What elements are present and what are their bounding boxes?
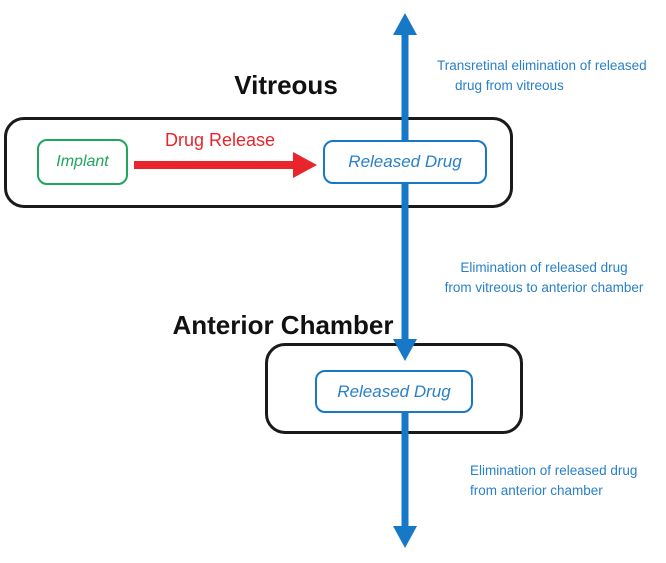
transretinal-elimination-label-line2: drug from vitreous: [455, 78, 564, 93]
anterior-elimination-label-line2: from anterior chamber: [470, 483, 603, 498]
released-drug-vitreous-label: Released Drug: [348, 152, 462, 171]
implant-node: Implant: [37, 139, 128, 185]
vitreous-title: Vitreous: [234, 70, 338, 100]
implant-label: Implant: [56, 153, 109, 170]
transretinal-elimination-label-line1: Transretinal elimination of released: [437, 58, 647, 73]
transretinal-arrow-head: [393, 13, 417, 35]
vitreous-to-anterior-label-line1: Elimination of released drug: [460, 260, 628, 275]
drug-release-label: Drug Release: [164, 130, 276, 150]
anterior-chamber-title: Anterior Chamber: [172, 310, 394, 340]
released-drug-vitreous-node: Released Drug: [323, 140, 487, 184]
vitreous-to-anterior-label: Elimination of released drug from vitreo…: [428, 258, 660, 298]
anterior-elimination-label-line1: Elimination of released drug: [470, 463, 638, 478]
anterior-elimination-arrow-head: [393, 526, 417, 548]
released-drug-anterior-node: Released Drug: [315, 370, 473, 413]
released-drug-anterior-label: Released Drug: [337, 381, 451, 401]
vitreous-to-anterior-label-line2: from vitreous to anterior chamber: [444, 280, 644, 295]
anterior-elimination-label: Elimination of released drug from anteri…: [470, 461, 665, 501]
transretinal-elimination-label: Transretinal elimination of released dru…: [437, 56, 666, 96]
